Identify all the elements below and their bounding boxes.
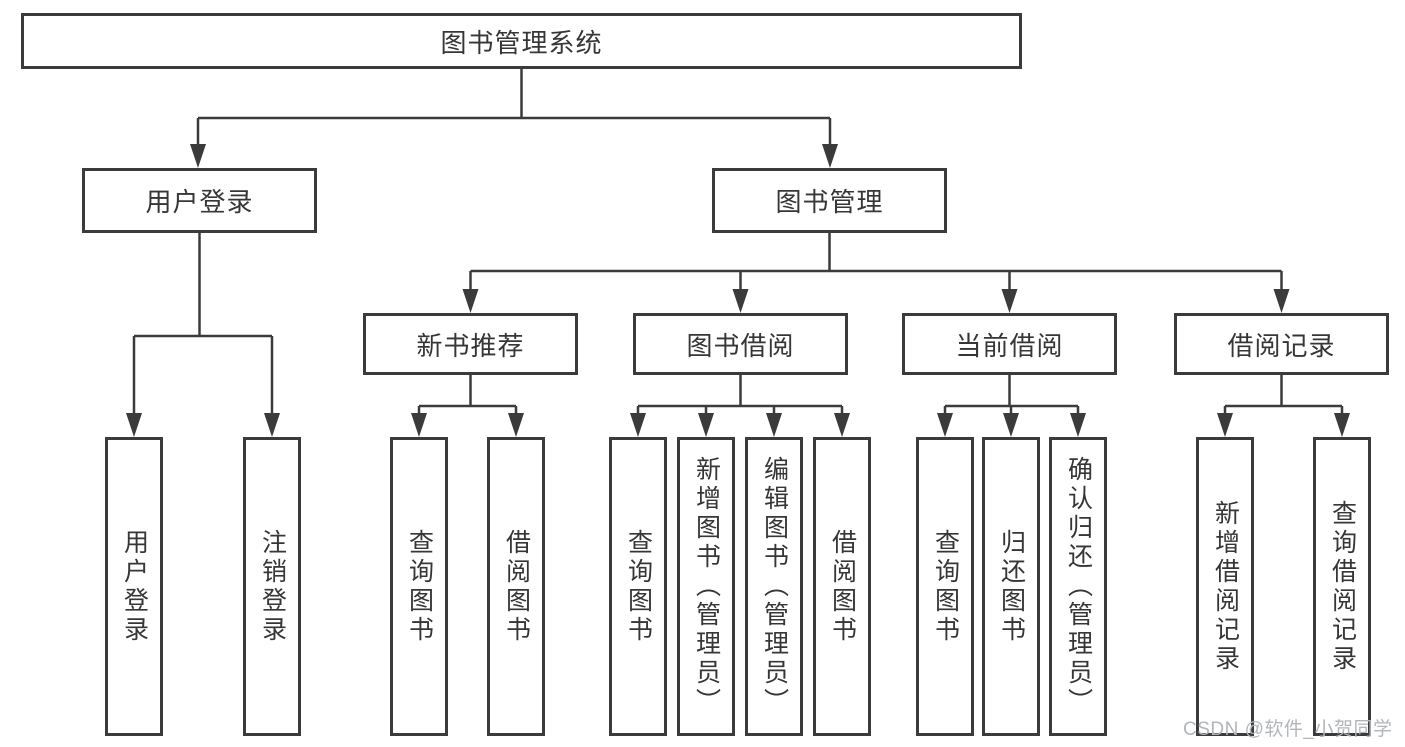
node-label: 新书推荐 xyxy=(416,330,525,361)
arrowhead xyxy=(732,289,749,313)
arrowhead xyxy=(126,413,142,437)
node-user-login: 用户登录 xyxy=(82,168,317,233)
node-label: 用户登录 xyxy=(145,187,254,217)
node-current-borrow: 当前借阅 xyxy=(902,313,1117,375)
connector-recommend-to-leaves xyxy=(417,375,518,415)
node-label: 查询借阅记录 xyxy=(1328,499,1357,674)
arrowhead xyxy=(1217,413,1233,437)
arrowhead xyxy=(698,413,714,437)
connector-root-to-level2 xyxy=(196,69,832,146)
leaf-query-books: 查询图书 xyxy=(609,437,667,736)
connector-management-to-level3 xyxy=(469,233,1283,291)
leaf-edit-books-admin: 编辑图书（管理员） xyxy=(745,437,803,736)
leaf-confirm-return-admin: 确认归还（管理员） xyxy=(1049,437,1107,736)
leaf-query-books: 查询图书 xyxy=(390,437,448,736)
arrowhead xyxy=(834,413,850,437)
node-label: 用户登录 xyxy=(120,528,149,645)
node-label: 查询图书 xyxy=(931,528,960,645)
arrowhead xyxy=(462,289,479,313)
arrowhead xyxy=(630,413,646,437)
node-label: 查询图书 xyxy=(624,528,653,645)
node-label: 借阅记录 xyxy=(1227,330,1336,361)
connector-current-to-leaves xyxy=(943,375,1080,415)
node-label: 归还图书 xyxy=(997,528,1026,645)
node-label: 借阅图书 xyxy=(502,528,531,645)
leaf-add-books-admin: 新增图书（管理员） xyxy=(677,437,735,736)
arrowhead xyxy=(1001,289,1018,313)
leaf-query-books: 查询图书 xyxy=(916,437,974,736)
arrowhead xyxy=(1070,413,1086,437)
node-label: 当前借阅 xyxy=(955,330,1064,361)
node-label: 图书借阅 xyxy=(686,330,795,361)
arrowhead xyxy=(508,413,524,437)
node-label: 注销登录 xyxy=(258,528,287,645)
arrowhead xyxy=(822,144,838,168)
arrowhead xyxy=(1003,413,1019,437)
arrowhead xyxy=(937,413,953,437)
arrowhead xyxy=(766,413,782,437)
node-label: 新增借阅记录 xyxy=(1211,499,1240,674)
leaf-borrow-books: 借阅图书 xyxy=(813,437,871,736)
node-borrow-records: 借阅记录 xyxy=(1174,313,1389,375)
node-label: 查询图书 xyxy=(405,528,434,645)
node-label: 图书管理 xyxy=(775,187,884,217)
node-label: 新增图书（管理员） xyxy=(692,456,721,717)
arrowhead xyxy=(264,413,280,437)
node-book-management: 图书管理 xyxy=(712,168,947,233)
leaf-query-borrow-record: 查询借阅记录 xyxy=(1313,437,1371,736)
connector-login-to-leaves xyxy=(132,233,274,415)
leaf-return-books: 归还图书 xyxy=(982,437,1040,736)
node-label: 编辑图书（管理员） xyxy=(760,456,789,717)
leaf-user-login: 用户登录 xyxy=(105,437,163,736)
node-label: 图书管理系统 xyxy=(440,27,603,58)
leaf-borrow-books: 借阅图书 xyxy=(487,437,545,736)
leaf-logout: 注销登录 xyxy=(243,437,301,736)
node-label: 借阅图书 xyxy=(828,528,857,645)
arrowhead xyxy=(411,413,427,437)
node-library-management-system: 图书管理系统 xyxy=(21,13,1022,69)
connector-borrow-to-leaves xyxy=(636,375,844,415)
node-label: 确认归还（管理员） xyxy=(1064,456,1093,717)
arrowhead xyxy=(1273,289,1290,313)
leaf-add-borrow-record: 新增借阅记录 xyxy=(1196,437,1254,736)
node-new-book-recommend: 新书推荐 xyxy=(363,313,578,375)
arrowhead xyxy=(190,144,206,168)
arrowhead xyxy=(1334,413,1350,437)
connector-records-to-leaves xyxy=(1223,375,1344,415)
csdn-watermark: CSDN @软件_小贺同学 xyxy=(1183,719,1393,740)
node-book-borrow: 图书借阅 xyxy=(633,313,848,375)
